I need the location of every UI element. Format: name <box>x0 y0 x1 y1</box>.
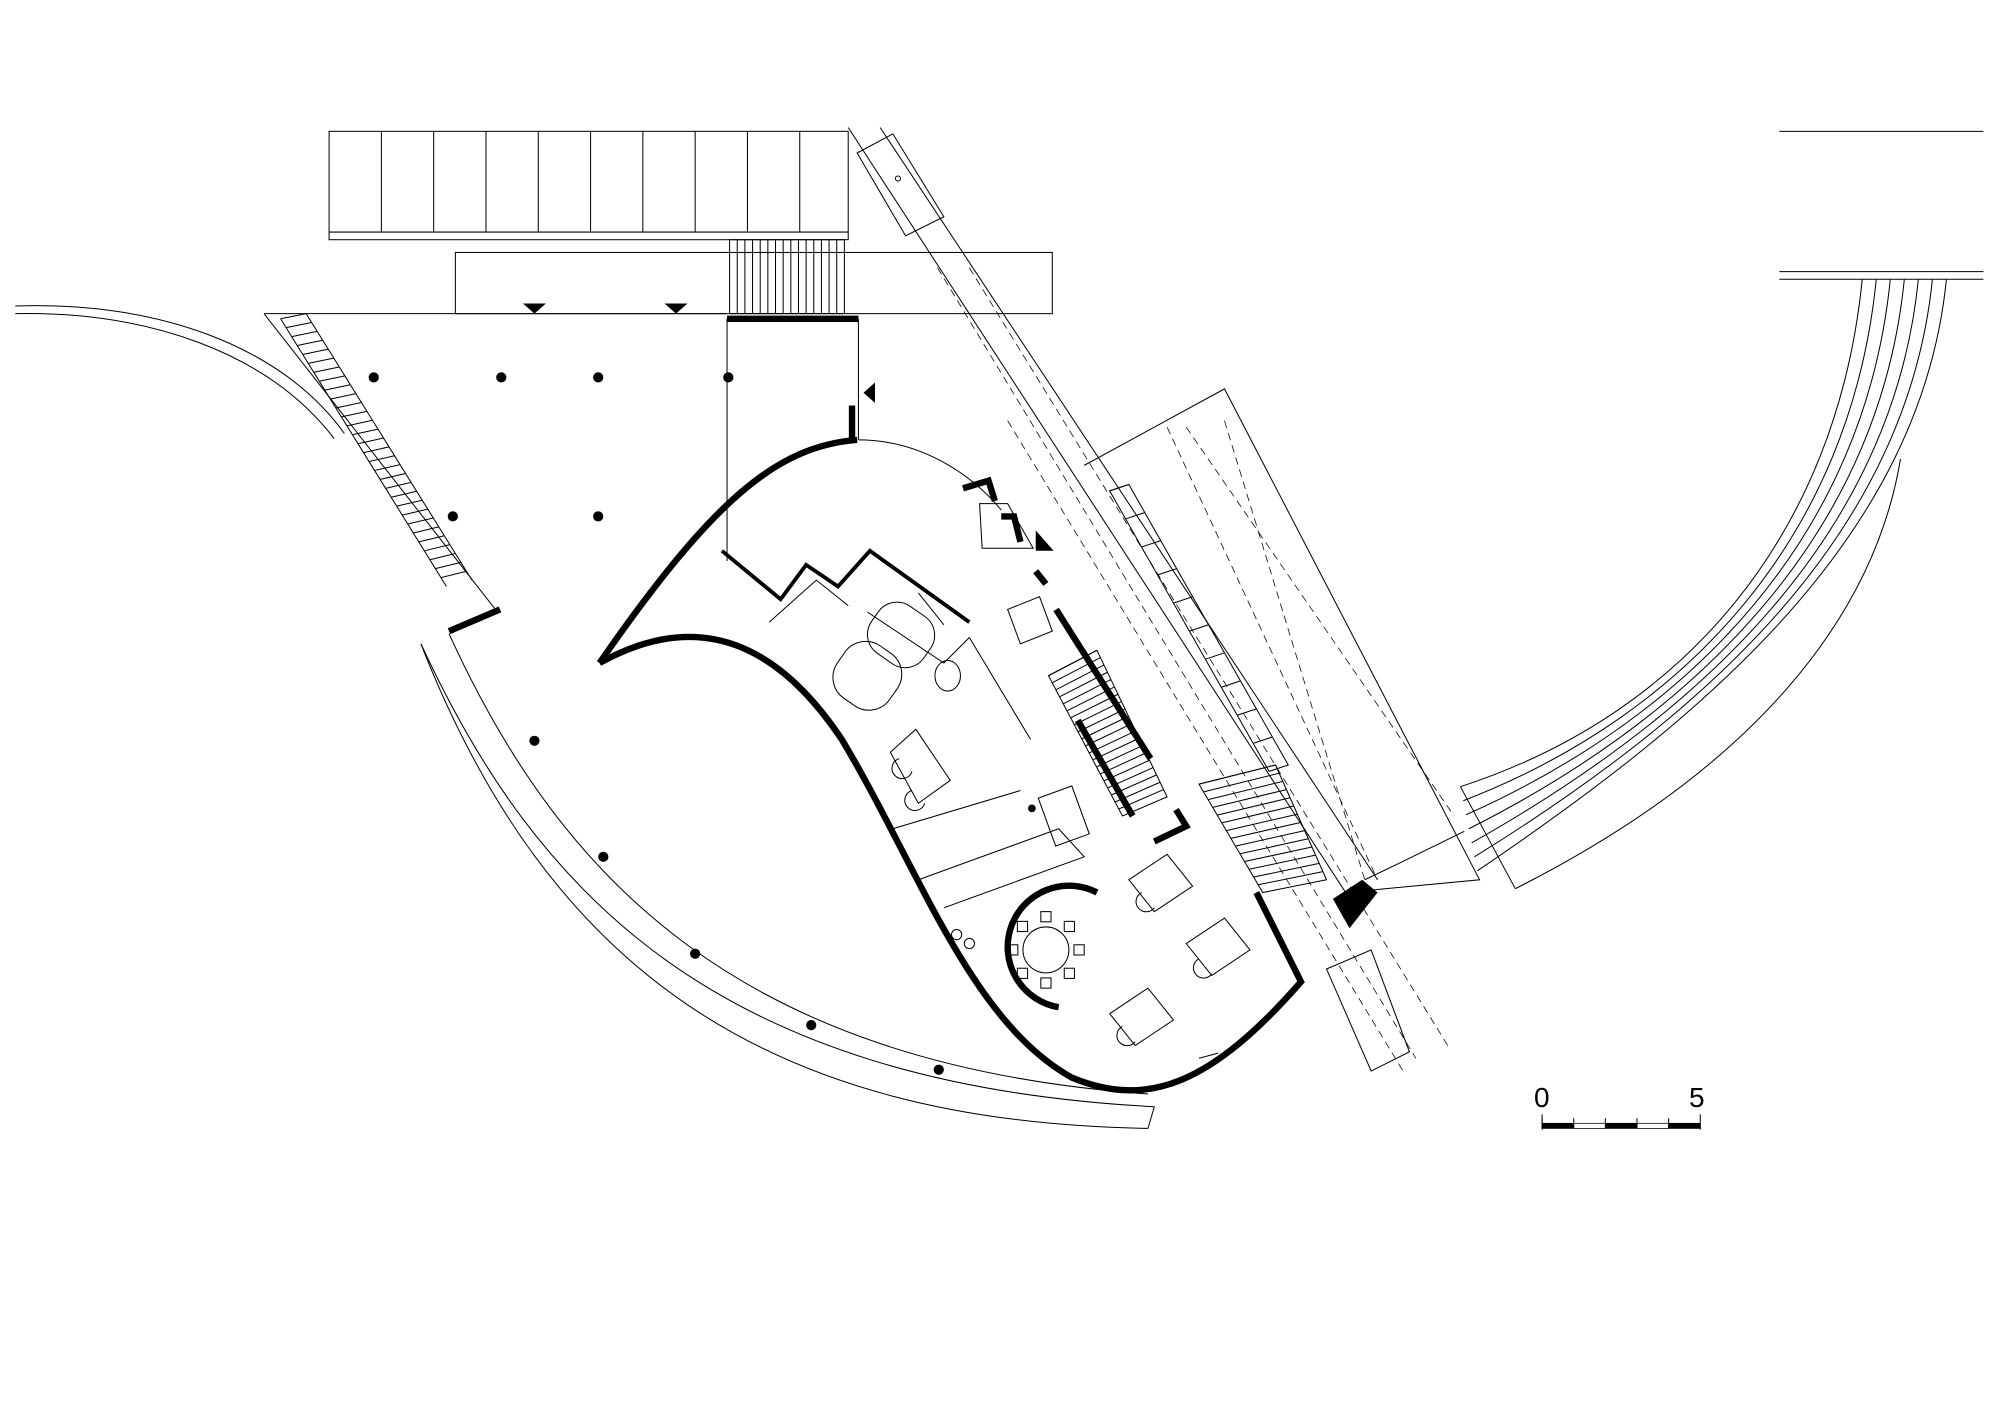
entrance-marker <box>522 303 546 314</box>
scale-segment <box>1668 1122 1701 1129</box>
columns <box>368 372 944 1075</box>
scale-segment <box>1636 1122 1670 1129</box>
interior-stairs <box>1047 649 1168 817</box>
meeting-room <box>951 882 1099 1011</box>
entrance-marker <box>664 303 688 314</box>
entrance-stairs <box>729 239 845 315</box>
amphitheater-steps <box>1460 130 1984 890</box>
entrance-marker <box>863 382 875 403</box>
road <box>847 127 1449 1072</box>
parking-area <box>328 130 849 241</box>
building-outer-wall <box>596 436 858 665</box>
scale-segment <box>1541 1122 1575 1129</box>
entrance-marker <box>1035 530 1054 551</box>
long-building <box>1083 388 1481 894</box>
plaza-edge <box>420 643 1155 1108</box>
scale-label-start: 0 <box>1534 1082 1550 1113</box>
scale-label-end: 5 <box>1689 1082 1705 1113</box>
curved-walkway <box>15 305 345 434</box>
scale-segment <box>1604 1122 1638 1129</box>
column-wedge <box>1332 879 1378 929</box>
scale-segment <box>1573 1122 1606 1129</box>
scale-bar <box>1541 1114 1701 1130</box>
